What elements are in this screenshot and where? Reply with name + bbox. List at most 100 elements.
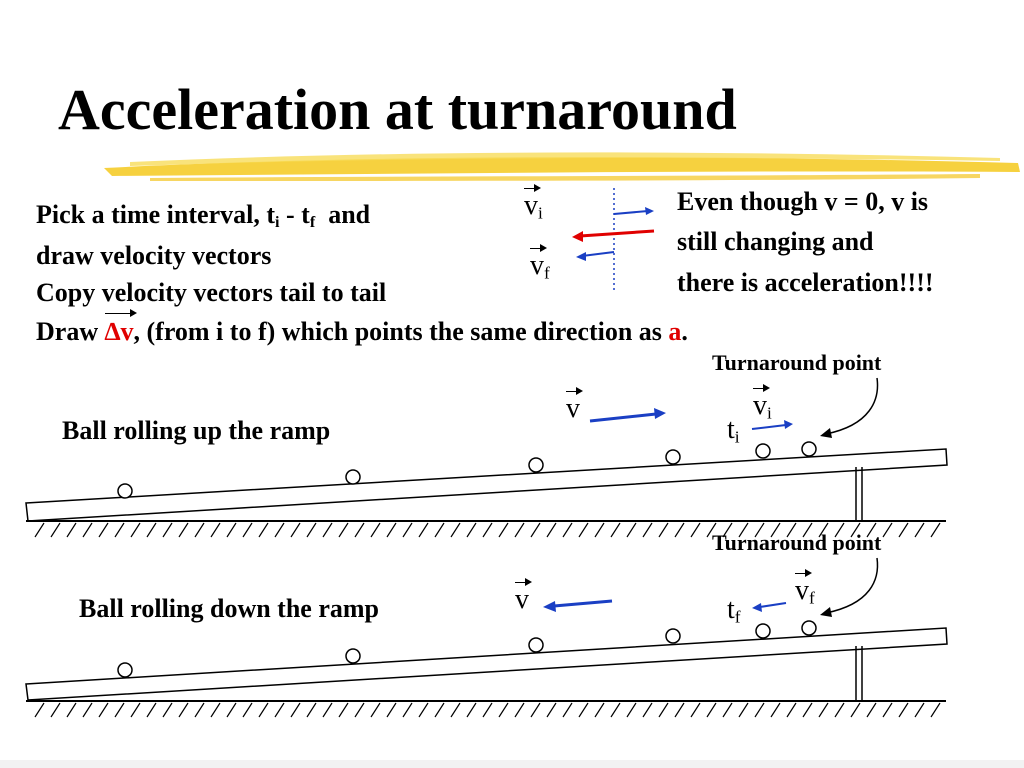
hatch-mark <box>690 522 701 538</box>
instruction-line-3: Copy velocity vectors tail to tail <box>36 278 387 307</box>
hatch-mark <box>210 522 221 538</box>
hatch-mark <box>786 522 797 538</box>
turnaround-pointer-arrow <box>820 557 879 617</box>
vi-label: vi <box>524 184 543 223</box>
hatch-mark <box>802 702 813 718</box>
hatch-mark <box>114 702 125 718</box>
ball <box>665 449 681 465</box>
instruction-line-4: Draw ∆v, (from i to f) which points the … <box>36 309 688 349</box>
hatch-mark <box>162 702 173 718</box>
hatch-mark <box>466 522 477 538</box>
ball <box>117 483 133 499</box>
delta-v-arrow <box>572 229 655 242</box>
hatch-mark <box>146 522 157 538</box>
hatch-mark <box>386 702 397 718</box>
hatch-mark <box>194 702 205 718</box>
ball <box>801 441 817 457</box>
hatch-mark <box>50 522 61 538</box>
hatch-mark <box>226 522 237 538</box>
ramp-up-label: Ball rolling up the ramp <box>62 416 331 445</box>
ball <box>528 637 544 653</box>
hatch-mark <box>386 522 397 538</box>
hatch-mark <box>258 702 269 718</box>
hatch-mark <box>290 522 301 538</box>
ball <box>801 620 817 636</box>
ground-hatching <box>34 702 941 718</box>
page-title: Acceleration at turnaround <box>58 77 737 142</box>
hatch-mark <box>306 702 317 718</box>
hatch-mark <box>642 702 653 718</box>
hatch-mark <box>450 702 461 718</box>
hatch-mark <box>722 702 733 718</box>
ball <box>345 648 361 664</box>
instruction-line-1: Pick a time interval, ti - tf and <box>36 200 371 232</box>
v-label-up: v <box>566 387 583 424</box>
hatch-mark <box>402 522 413 538</box>
v-label-down: v <box>515 578 532 615</box>
vf-arrow <box>576 251 615 261</box>
hatch-mark <box>546 522 557 538</box>
hatch-mark <box>850 702 861 718</box>
hatch-mark <box>434 702 445 718</box>
hatch-mark <box>594 702 605 718</box>
hatch-mark <box>450 522 461 538</box>
velocity-vector-diagram <box>572 188 655 292</box>
hatch-mark <box>850 522 861 538</box>
hatch-mark <box>194 522 205 538</box>
hatch-mark <box>482 522 493 538</box>
hatch-mark <box>914 702 925 718</box>
velocity-arrow-down <box>543 599 613 612</box>
hatch-mark <box>418 702 429 718</box>
footer-strip <box>0 760 1024 768</box>
vf-small-arrow <box>752 602 787 612</box>
hatch-mark <box>514 702 525 718</box>
hatch-mark <box>530 522 541 538</box>
hatch-mark <box>114 522 125 538</box>
hatch-mark <box>258 522 269 538</box>
hatch-mark <box>642 522 653 538</box>
vf-label: vf <box>530 244 550 283</box>
velocity-arrow-up <box>589 408 666 423</box>
hatch-mark <box>306 522 317 538</box>
ramp-down-label: Ball rolling down the ramp <box>79 594 380 623</box>
hatch-mark <box>146 702 157 718</box>
hatch-mark <box>290 702 301 718</box>
turnaround-pointer-arrow <box>820 377 879 438</box>
hatch-mark <box>818 522 829 538</box>
hatch-mark <box>594 522 605 538</box>
hatch-mark <box>498 522 509 538</box>
hatch-mark <box>354 702 365 718</box>
hatch-mark <box>242 522 253 538</box>
hatch-mark <box>274 522 285 538</box>
note-line-1: Even though v = 0, v is <box>677 187 929 216</box>
vi-small-arrow <box>751 420 793 430</box>
hatch-mark <box>802 522 813 538</box>
tf-label: tf <box>727 594 741 627</box>
ramp-down-diagram <box>25 557 948 718</box>
hatch-mark <box>210 702 221 718</box>
hatch-mark <box>402 702 413 718</box>
hatch-mark <box>66 522 77 538</box>
hatch-mark <box>82 702 93 718</box>
delta-v-label: ∆v <box>104 309 137 349</box>
note-line-2: still changing and <box>677 227 874 256</box>
hatch-mark <box>98 522 109 538</box>
hatch-mark <box>226 702 237 718</box>
hatch-mark <box>514 522 525 538</box>
ball <box>117 662 133 678</box>
hatch-mark <box>770 522 781 538</box>
ramp-up-diagram <box>25 377 948 538</box>
hatch-mark <box>82 522 93 538</box>
ball <box>665 628 681 644</box>
hatch-mark <box>626 702 637 718</box>
hatch-mark <box>34 522 45 538</box>
hatch-mark <box>690 702 701 718</box>
hatch-mark <box>130 702 141 718</box>
hatch-mark <box>34 702 45 718</box>
hatch-mark <box>66 702 77 718</box>
hatch-mark <box>834 702 845 718</box>
hatch-mark <box>610 522 621 538</box>
hatch-mark <box>882 702 893 718</box>
hatch-mark <box>546 702 557 718</box>
vf-label-ramp: vf <box>795 569 815 608</box>
